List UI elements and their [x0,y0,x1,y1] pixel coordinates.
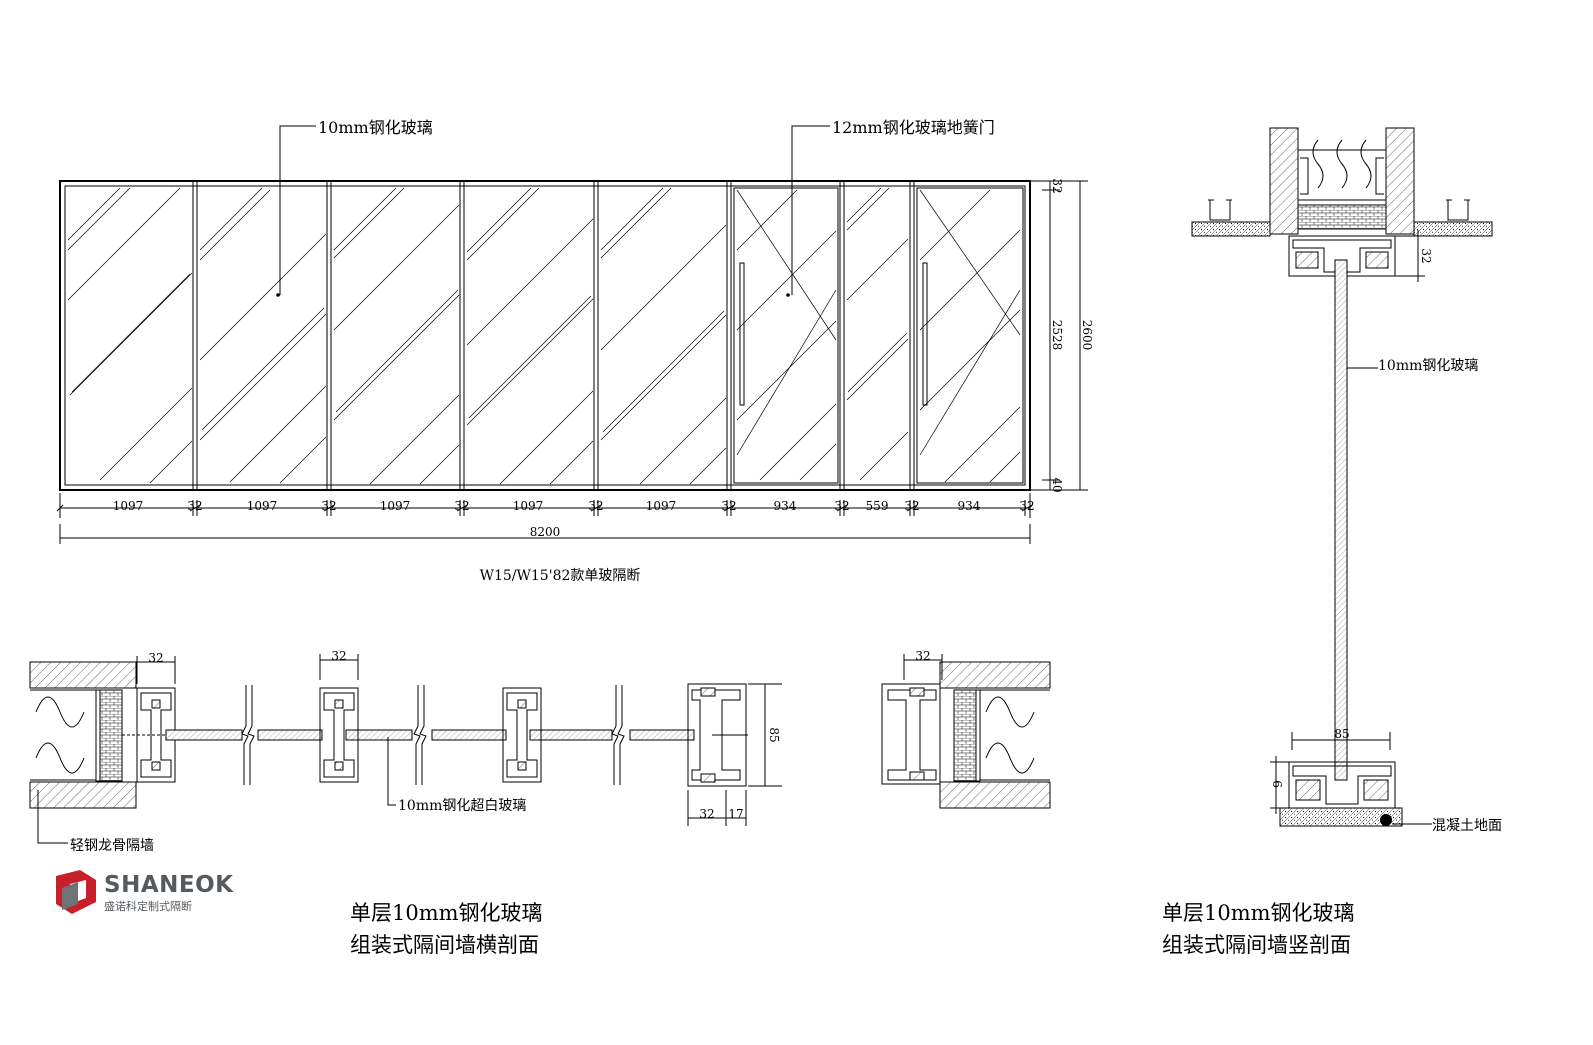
ultra-clear-leader [387,737,396,806]
dim-panel-5: 1097 [646,499,677,513]
vertical-section: 32 10mm钢化玻璃 85 6 混凝土地面 [1191,127,1502,834]
middle-profile-2 [502,687,542,783]
dim-profile: 32 [721,499,736,513]
dim-top-profile: 32 [1050,178,1064,193]
label-stud-wall: 轻钢龙骨隔墙 [70,838,154,854]
dim-vertical-depth: 85 [1334,727,1349,741]
concrete-floor [1279,807,1403,827]
label-glass: 10mm钢化玻璃 [318,118,433,137]
label-ultra-clear: 10mm钢化超白玻璃 [398,797,526,814]
label-vertical-glass: 10mm钢化玻璃 [1378,357,1478,374]
dim-vertical-top: 32 [1419,248,1433,263]
right-profile: 32 [881,649,943,785]
vertical-glass-pane [1334,259,1348,781]
shaneok-logo-icon [56,870,96,914]
dim-profile: 32 [454,499,469,513]
dim-profile: 32 [187,499,202,513]
dim-profile: 32 [904,499,919,513]
dim-panel-4: 1097 [513,499,544,513]
dim-profile: 32 [834,499,849,513]
door-handle [922,262,928,406]
right-wall [939,661,1051,809]
caption-horizontal-1: 单层10mm钢化玻璃 [350,901,543,925]
middle-profile-1: 32 [319,649,359,783]
horizontal-section: 32 85 32 17 [29,649,1051,854]
dim-profile: 32 [321,499,336,513]
dim-panel-8: 934 [958,499,981,513]
dim-profile: 32 [1019,499,1034,513]
model-title: W15/W15'82款单玻隔断 [480,568,641,584]
elevation-mullions [192,181,1024,490]
dim-vertical-bottom: 6 [1270,780,1284,788]
label-door: 12mm钢化玻璃地簧门 [832,118,995,137]
dim-bottom-profile: 40 [1050,477,1064,492]
label-concrete-floor: 混凝土地面 [1432,818,1502,834]
dim-bottom-b: 17 [728,807,743,821]
right-end-profile: 85 32 17 [687,683,782,826]
dim-panel-2: 1097 [247,499,278,513]
horizontal-glass [165,685,695,785]
dim-bottom-a: 32 [699,807,714,821]
elevation-outer-frame [59,180,1031,491]
dim-mid-profile: 32 [331,649,346,663]
elevation-height-dimensions: 32 40 2528 2600 [1030,178,1094,493]
caption-vertical-1: 单层10mm钢化玻璃 [1162,901,1355,925]
dim-depth: 85 [767,727,781,742]
brand-tagline: 盛诺科定制式隔断 [104,900,192,913]
dim-profile: 32 [588,499,603,513]
stud-wall-leader [37,790,68,844]
dim-inner-height: 2528 [1050,320,1064,351]
dim-panel-3: 1097 [380,499,411,513]
dim-total-height: 2600 [1080,320,1094,351]
brand-name: SHANEOK [104,872,234,898]
dim-panel-6: 934 [774,499,797,513]
left-wall [29,661,137,809]
dim-panel-7: 559 [866,499,889,513]
elevation-drawing: 10mm钢化玻璃 12mm钢化玻璃地簧门 1097 1097 1097 1097… [56,118,1094,584]
dim-left-profile: 32 [148,651,163,665]
glass-leader [279,125,316,295]
elevation-width-dimensions: 1097 1097 1097 1097 1097 934 559 934 32 … [56,493,1035,544]
caption-vertical-2: 组装式隔间墙竖剖面 [1162,933,1351,957]
glass-hatching [67,187,1021,485]
caption-horizontal-2: 组装式隔间墙横剖面 [350,933,539,957]
door-handle [739,262,745,406]
door-leader [791,125,830,295]
dim-right-profile: 32 [915,649,930,663]
dim-panel-1: 1097 [113,499,144,513]
dim-total-width: 8200 [530,525,561,539]
